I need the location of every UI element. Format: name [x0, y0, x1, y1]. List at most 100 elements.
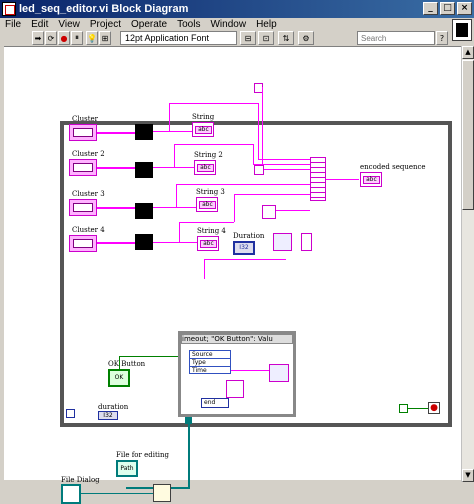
distribute-objects-icon[interactable]: ⊡	[258, 31, 274, 45]
wire	[174, 144, 175, 167]
format-function-1[interactable]	[135, 124, 153, 140]
vi-icon-pane	[452, 19, 472, 41]
wire	[231, 370, 271, 371]
vertical-scrollbar[interactable]: ▲ ▼	[461, 46, 474, 482]
minimize-button[interactable]: _	[423, 2, 438, 15]
string-indicator-4[interactable]: abc	[197, 236, 219, 251]
cluster-label-4: Cluster 4	[72, 226, 105, 234]
highlight-execution-icon[interactable]: 💡	[86, 31, 98, 45]
wire	[176, 184, 177, 207]
encoded-sequence-indicator[interactable]: abc	[360, 172, 382, 187]
file-dialog-icon[interactable]	[61, 484, 81, 504]
menu-view[interactable]: View	[58, 19, 80, 30]
menu-help[interactable]: Help	[256, 19, 277, 30]
format-function-3[interactable]	[135, 203, 153, 219]
search-input[interactable]	[357, 31, 435, 45]
wire	[179, 222, 180, 242]
wait-function[interactable]	[273, 233, 292, 251]
wire	[234, 194, 235, 222]
concat-node[interactable]	[254, 165, 264, 175]
string-indicator-1[interactable]: abc	[192, 122, 214, 137]
wire	[204, 259, 205, 279]
ok-button-label: OK Button	[108, 360, 146, 368]
format-function-2[interactable]	[135, 162, 153, 178]
enum-end[interactable]: end	[201, 398, 229, 408]
wire	[179, 222, 234, 223]
wire	[169, 103, 259, 104]
wire	[97, 132, 135, 134]
build-array-node[interactable]	[310, 157, 326, 201]
cluster-control-3[interactable]	[69, 199, 97, 216]
menu-bar: File Edit View Project Operate Tools Win…	[0, 18, 474, 31]
align-objects-icon[interactable]: ⊟	[240, 31, 256, 45]
cluster-control-4[interactable]	[69, 235, 97, 252]
ok-button-control[interactable]: OK	[108, 369, 130, 387]
cluster-control-2[interactable]	[69, 159, 97, 176]
run-continuously-icon[interactable]: ⟳	[45, 31, 57, 45]
read-file-function[interactable]	[269, 364, 289, 382]
run-arrow-icon[interactable]: ➡	[32, 31, 44, 45]
string-label-4: String 4	[197, 227, 226, 235]
wire	[262, 169, 310, 170]
scroll-down-icon[interactable]: ▼	[462, 469, 474, 482]
string-indicator-2[interactable]: abc	[194, 160, 216, 175]
wire	[258, 159, 310, 160]
menu-project[interactable]: Project	[89, 19, 121, 30]
wire	[169, 103, 170, 131]
file-dialog-label: File Dialog	[61, 476, 100, 484]
boolean-node[interactable]	[301, 233, 312, 251]
toolbar: ➡ ⟳ ● ⏸ 💡 ⊞ 12pt Application Font ⊟ ⊡ ⇅ …	[0, 31, 474, 45]
help-icon[interactable]: ?	[436, 31, 448, 45]
cluster-control-1[interactable]	[69, 124, 97, 141]
cleanup-diagram-icon[interactable]: ⚙	[298, 31, 314, 45]
string-label-1: String	[192, 113, 215, 121]
scroll-up-icon[interactable]: ▲	[462, 46, 474, 59]
tunnel	[185, 417, 192, 424]
while-loop[interactable]	[60, 121, 452, 427]
file-constant-icon[interactable]	[153, 484, 171, 502]
menu-window[interactable]: Window	[210, 19, 247, 30]
menu-file[interactable]: File	[5, 19, 22, 30]
wire	[174, 144, 254, 145]
wire	[81, 493, 153, 494]
duration-indicator[interactable]: I32	[98, 411, 118, 420]
pause-icon[interactable]: ⏸	[71, 31, 83, 45]
abort-icon[interactable]: ●	[58, 31, 70, 45]
boolean-constant[interactable]	[399, 404, 408, 413]
unbundle-node[interactable]	[226, 380, 244, 398]
duration-control[interactable]: I32	[233, 241, 255, 255]
wire	[326, 179, 359, 180]
menu-operate[interactable]: Operate	[130, 19, 168, 30]
file-path-control[interactable]: Path	[116, 460, 138, 477]
string-label-3: String 3	[196, 188, 225, 196]
string-constant[interactable]	[262, 205, 276, 219]
stop-terminal-icon[interactable]: ●	[428, 402, 440, 414]
retain-wire-values-icon[interactable]: ⊞	[99, 31, 111, 45]
event-structure[interactable]: imeout; "OK Button": Valu Source Type Ti…	[178, 331, 296, 417]
menu-edit[interactable]: Edit	[31, 19, 49, 30]
scroll-thumb[interactable]	[462, 60, 474, 210]
wire	[188, 421, 190, 489]
string-indicator-3[interactable]: abc	[196, 197, 218, 212]
wire	[153, 131, 192, 132]
block-diagram-canvas[interactable]: Cluster Cluster 2 Cluster 3 Cluster 4 St…	[4, 46, 461, 504]
wire	[262, 87, 263, 169]
format-function-4[interactable]	[135, 234, 153, 250]
reorder-icon[interactable]: ⇅	[278, 31, 294, 45]
wire	[153, 167, 194, 168]
menu-tools[interactable]: Tools	[177, 19, 201, 30]
close-button[interactable]: ×	[457, 2, 472, 15]
font-select[interactable]: 12pt Application Font	[120, 31, 237, 45]
cluster-label-3: Cluster 3	[72, 190, 105, 198]
wire	[97, 207, 135, 209]
wire	[176, 184, 310, 185]
wire	[253, 164, 310, 165]
maximize-button[interactable]: □	[440, 2, 455, 15]
wire	[119, 356, 178, 357]
wire	[97, 242, 135, 244]
event-case-selector[interactable]: imeout; "OK Button": Valu	[181, 334, 293, 344]
wire	[253, 144, 254, 164]
string-label-2: String 2	[194, 151, 223, 159]
event-data-node[interactable]: Source Type Time	[189, 350, 231, 374]
wire	[153, 207, 196, 208]
